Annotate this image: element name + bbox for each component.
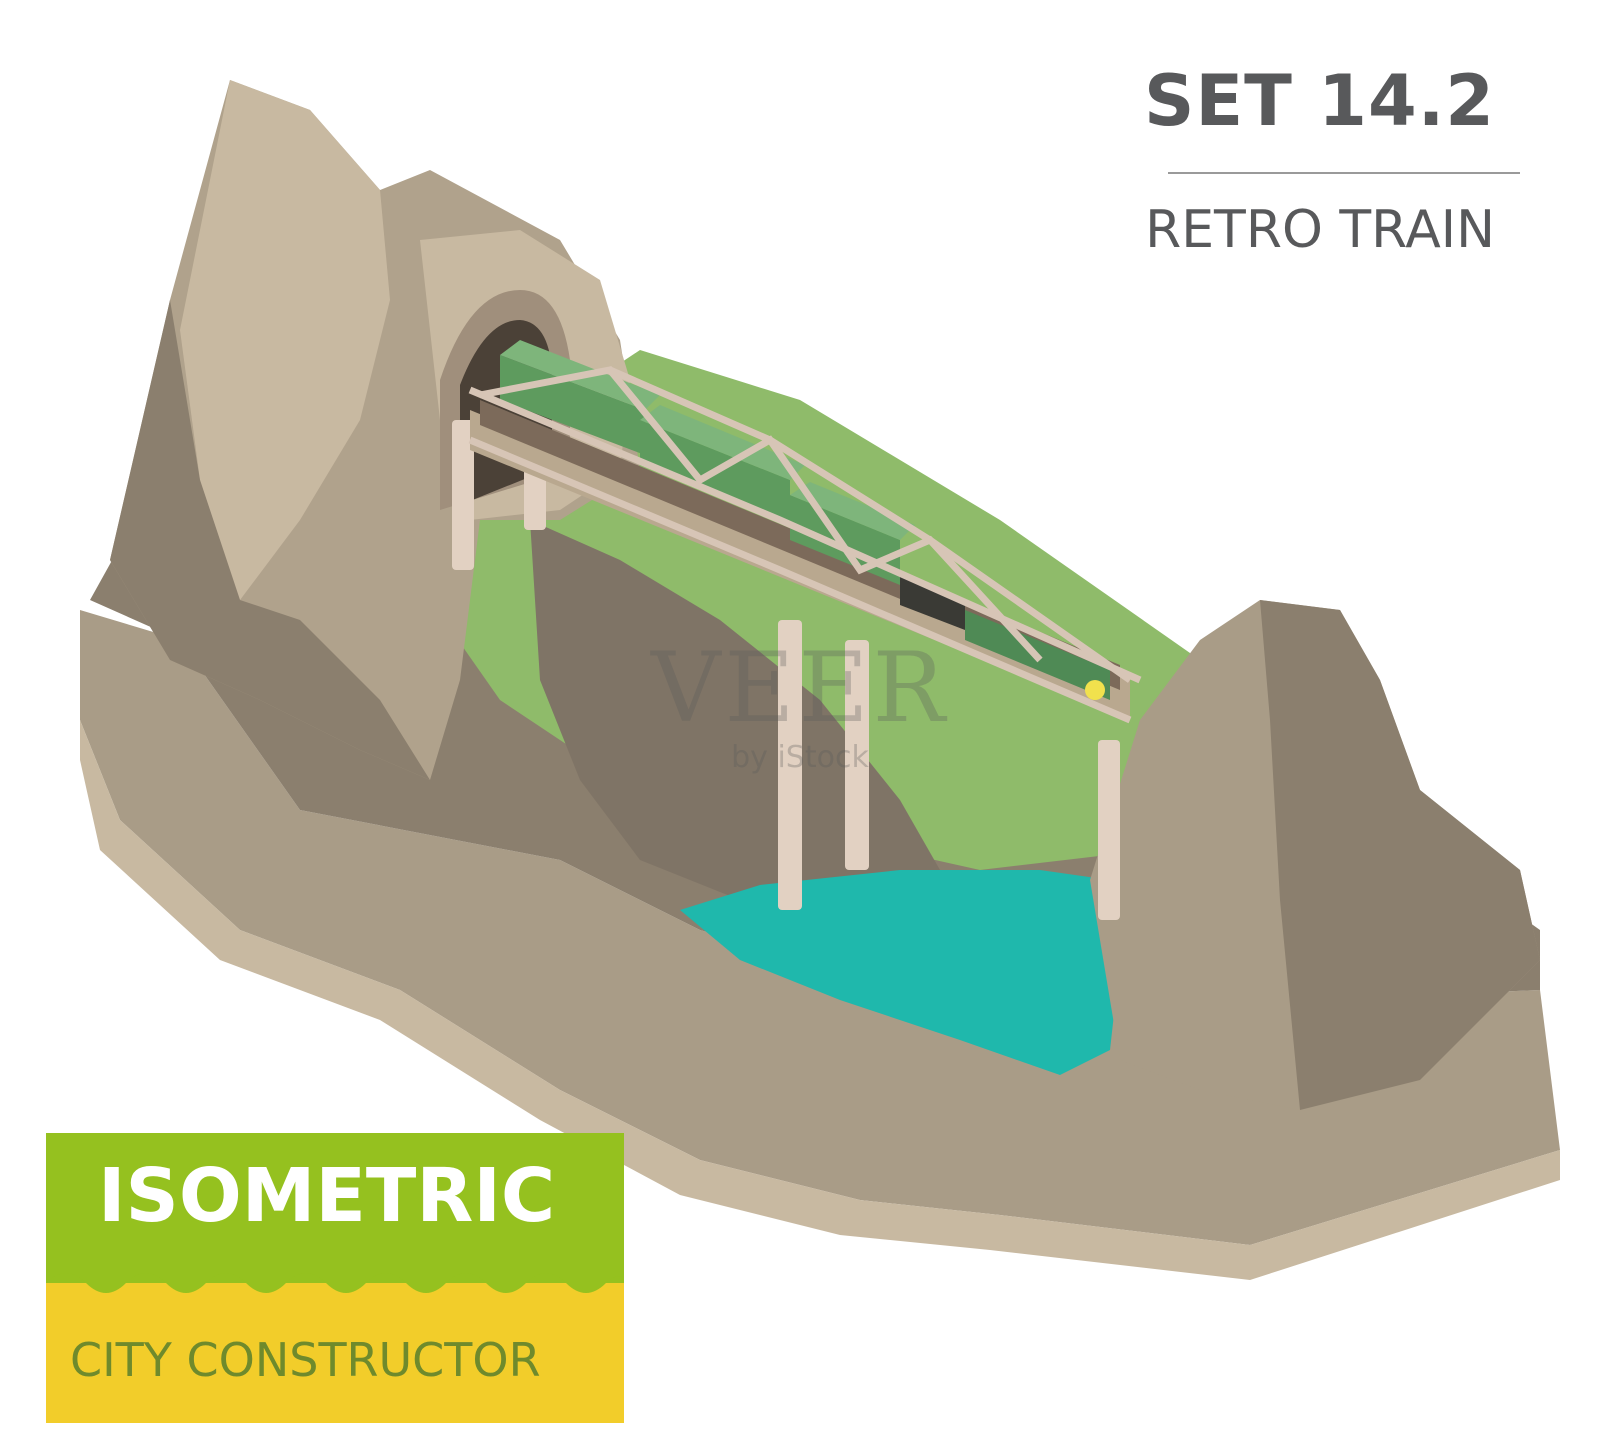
- isometric-badge: ISOMETRIC CITY CONSTRUCTOR: [46, 1133, 624, 1423]
- title-divider: [1168, 172, 1520, 174]
- badge-subtitle: CITY CONSTRUCTOR: [70, 1333, 541, 1387]
- left-mountain-light: [180, 80, 390, 600]
- badge-title: ISOMETRIC: [98, 1153, 556, 1239]
- left-mountain-shadow: [110, 300, 430, 780]
- right-rock-shadow: [1260, 600, 1540, 1110]
- badge-top-band: [46, 1133, 624, 1283]
- badge-scallop: [46, 1263, 624, 1293]
- set-title: SET 14.2: [1143, 60, 1495, 142]
- canyon-gorge: [530, 520, 940, 900]
- river: [680, 870, 1120, 1075]
- badge-bottom-band: [46, 1283, 624, 1423]
- bridge-truss: [468, 366, 1142, 724]
- base-slab-shade: [80, 720, 1560, 1280]
- bridge-pillars: [452, 420, 1120, 920]
- set-subtitle: RETRO TRAIN: [1145, 200, 1495, 260]
